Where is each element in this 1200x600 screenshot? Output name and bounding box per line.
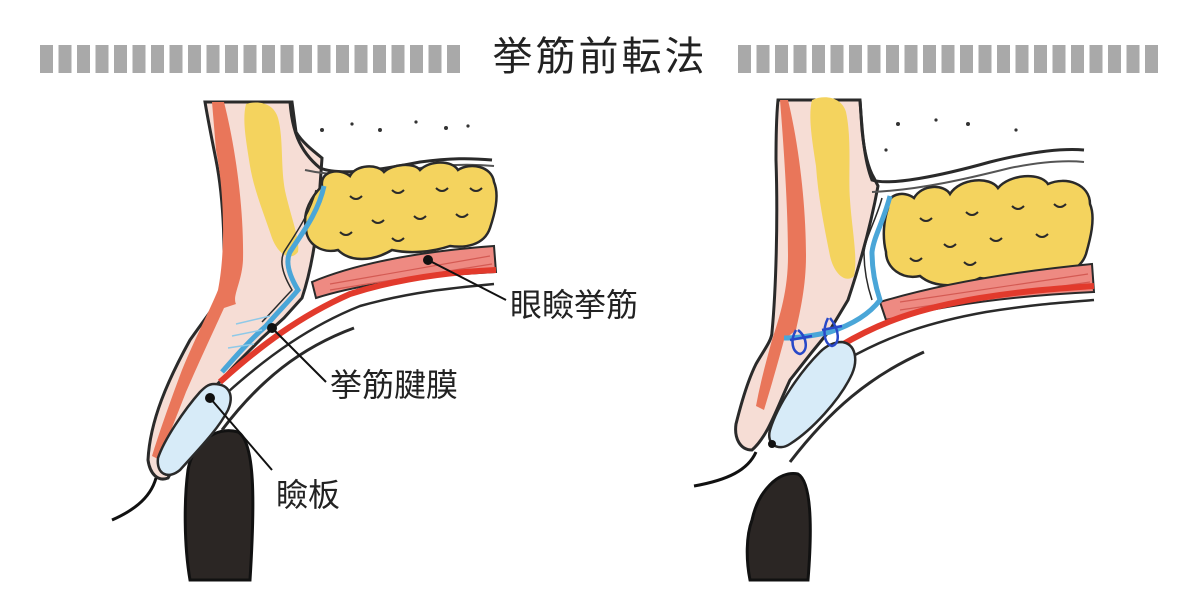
title-dash-segment — [262, 45, 275, 73]
aponeurosis-outline-left — [261, 189, 317, 323]
globe-surface-right — [788, 350, 925, 463]
title-dash-right — [738, 45, 1158, 73]
skin-dots-right — [884, 118, 1018, 152]
title-dash-segment — [428, 45, 442, 73]
orbital-septum-right — [858, 99, 1085, 184]
diagram-title: 挙筋前転法 — [493, 34, 708, 80]
title-dash-segment — [793, 45, 807, 73]
title-bar: 挙筋前転法 — [40, 34, 1158, 80]
orbicularis-muscle-right — [756, 100, 806, 410]
title-dash-segment — [317, 45, 331, 73]
orbital-fat-pad-left — [303, 161, 498, 261]
leader-tarsus — [205, 393, 273, 471]
title-dash-segment — [58, 45, 72, 73]
title-dash-segment — [756, 45, 770, 73]
title-dash-segment — [243, 45, 257, 73]
title-dash-segment — [336, 45, 349, 73]
title-dash-segment — [447, 45, 460, 73]
fat-lobules-left — [339, 187, 483, 242]
title-dash-segment — [812, 45, 825, 73]
fat-lobules-right — [909, 203, 1067, 266]
septal-fibers-left — [227, 315, 271, 349]
label-tarsus: 瞼板 — [276, 476, 340, 514]
title-dash-segment — [1126, 45, 1140, 73]
label-levator-aponeurosis: 挙筋腱膜 — [330, 366, 458, 404]
tarsus-left — [156, 382, 232, 477]
suture-right — [789, 317, 843, 356]
leader-levator-muscle — [423, 255, 507, 301]
eyeball-right — [745, 472, 812, 582]
skin-dots-left — [320, 120, 470, 132]
orbital-fat-pad-right — [882, 175, 1094, 287]
eyelid-after — [693, 97, 1096, 582]
leader-levator-aponeurosis — [267, 323, 327, 383]
title-dash-segment — [978, 45, 992, 73]
conjunctiva-left — [227, 282, 495, 393]
title-dash-segment — [95, 45, 109, 73]
title-dash-segment — [280, 45, 294, 73]
title-dash-segment — [960, 45, 973, 73]
title-dash-segment — [1034, 45, 1047, 73]
title-dash-segment — [206, 45, 220, 73]
conjunctiva-right — [845, 298, 1095, 362]
title-dash-segment — [1108, 45, 1121, 73]
title-dash-segment — [299, 45, 312, 73]
title-dash-segment — [886, 45, 899, 73]
title-dash-segment — [923, 45, 936, 73]
title-dash-segment — [354, 45, 368, 73]
globe-surface-left — [220, 326, 355, 431]
title-dash-segment — [225, 45, 238, 73]
eyelid-before — [111, 100, 498, 582]
title-dash-segment — [849, 45, 862, 73]
orbicularis-muscle-left — [152, 102, 244, 460]
levator-aponeurosis-left — [220, 185, 327, 374]
eyelash-left — [111, 477, 158, 522]
title-dash-segment — [114, 45, 127, 73]
title-dash-segment — [1071, 45, 1084, 73]
title-dash-segment — [188, 45, 201, 73]
title-dash-segment — [1052, 45, 1066, 73]
title-dash-segment — [1089, 45, 1103, 73]
title-dash-segment — [151, 45, 164, 73]
title-dash-segment — [738, 45, 751, 73]
title-dash-segment — [132, 45, 146, 73]
title-dash-segment — [40, 45, 53, 73]
title-dash-segment — [391, 45, 405, 73]
eyeball-left — [183, 429, 255, 582]
title-dash-segment — [77, 45, 90, 73]
title-dash-segment — [941, 45, 955, 73]
title-dash-segment — [904, 45, 918, 73]
levator-aponeurosis-right — [783, 195, 893, 341]
title-dash-left — [40, 45, 460, 73]
mueller-muscle-right — [838, 283, 1095, 349]
title-dash-segment — [830, 45, 844, 73]
title-dash-segment — [1015, 45, 1029, 73]
title-dash-segment — [775, 45, 788, 73]
preaponeurotic-fat-strip-left — [244, 102, 299, 257]
eyelash-right — [693, 451, 758, 488]
label-levator-muscle: 眼瞼挙筋 — [510, 286, 638, 324]
labels-before: 眼瞼挙筋 挙筋腱膜 瞼板 — [205, 255, 638, 514]
title-dash-segment — [997, 45, 1010, 73]
aponeurosis-outline-right — [863, 197, 883, 301]
preaponeurotic-fat-strip-right — [810, 97, 856, 279]
title-dash-segment — [169, 45, 183, 73]
orbital-septum-inner-right — [871, 160, 1085, 193]
title-dash-segment — [867, 45, 881, 73]
title-dash-segment — [410, 45, 423, 73]
title-dash-segment — [373, 45, 386, 73]
lash-root-right — [768, 440, 776, 448]
title-dash-segment — [1145, 45, 1158, 73]
